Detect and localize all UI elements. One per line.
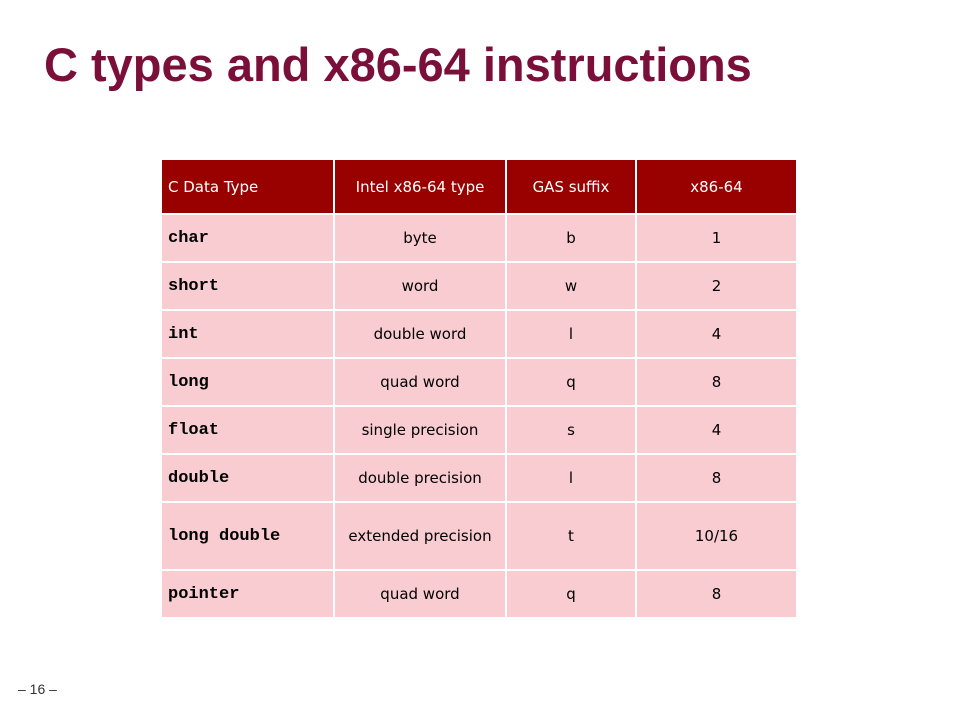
c-type-cell: short <box>162 262 335 311</box>
table-row: short word w 2 <box>162 262 796 311</box>
c-type-cell: pointer <box>162 570 335 619</box>
table-row: pointer quad word q 8 <box>162 570 796 619</box>
suffix-cell: s <box>506 406 637 455</box>
table-row: long double extended precision t 10/16 <box>162 502 796 571</box>
suffix-cell: l <box>506 454 637 503</box>
table-row: long quad word q 8 <box>162 358 796 407</box>
c-type-cell: long <box>162 358 335 407</box>
suffix-cell: l <box>506 310 637 359</box>
suffix-cell: t <box>506 502 637 571</box>
suffix-cell: q <box>506 570 637 619</box>
table-row: int double word l 4 <box>162 310 796 359</box>
c-type-cell: double <box>162 454 335 503</box>
intel-type-cell: single precision <box>334 406 507 455</box>
c-type-cell: long double <box>162 502 335 571</box>
table-row: float single precision s 4 <box>162 406 796 455</box>
slide-title: C types and x86-64 instructions <box>44 38 752 91</box>
page-number: – 16 – <box>18 681 57 697</box>
suffix-cell: q <box>506 358 637 407</box>
intel-type-cell: quad word <box>334 358 507 407</box>
suffix-cell: b <box>506 214 637 263</box>
size-cell: 1 <box>636 214 796 263</box>
header-intel-type: Intel x86-64 type <box>334 160 507 215</box>
types-table: C Data Type Intel x86-64 type GAS suffix… <box>162 160 796 619</box>
intel-type-cell: byte <box>334 214 507 263</box>
size-cell: 8 <box>636 358 796 407</box>
intel-type-cell: extended precision <box>334 502 507 571</box>
suffix-cell: w <box>506 262 637 311</box>
table-header-row: C Data Type Intel x86-64 type GAS suffix… <box>162 160 796 215</box>
types-table-container: C Data Type Intel x86-64 type GAS suffix… <box>162 160 796 619</box>
header-gas-suffix: GAS suffix <box>506 160 637 215</box>
header-x86-64: x86-64 <box>636 160 796 215</box>
intel-type-cell: double precision <box>334 454 507 503</box>
size-cell: 4 <box>636 406 796 455</box>
c-type-cell: int <box>162 310 335 359</box>
table-row: double double precision l 8 <box>162 454 796 503</box>
header-c-data-type: C Data Type <box>162 160 335 215</box>
size-cell: 2 <box>636 262 796 311</box>
size-cell: 8 <box>636 454 796 503</box>
intel-type-cell: double word <box>334 310 507 359</box>
intel-type-cell: word <box>334 262 507 311</box>
intel-type-cell: quad word <box>334 570 507 619</box>
c-type-cell: float <box>162 406 335 455</box>
size-cell: 4 <box>636 310 796 359</box>
size-cell: 8 <box>636 570 796 619</box>
table-row: char byte b 1 <box>162 214 796 263</box>
c-type-cell: char <box>162 214 335 263</box>
size-cell: 10/16 <box>636 502 796 571</box>
